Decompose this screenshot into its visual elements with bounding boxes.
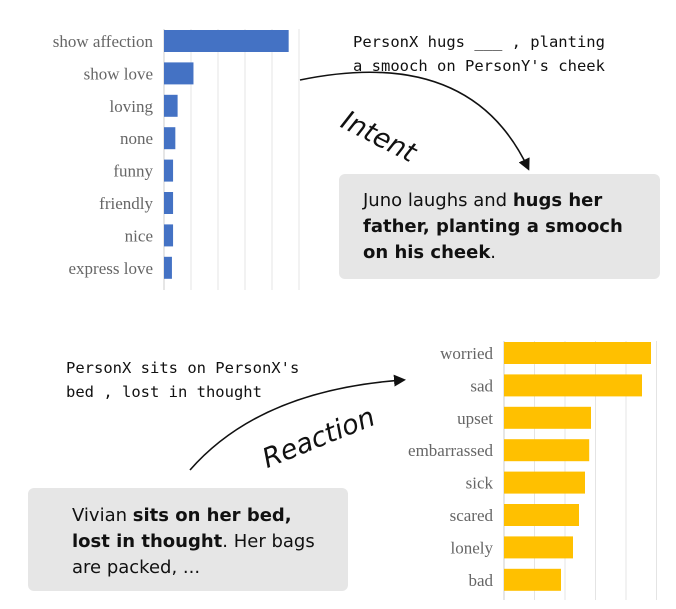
reaction-bar-chart: worried sad upset embarrassed sick scared lone… (408, 341, 657, 600)
intent-template-text: PersonX hugs ___ , planting a smooch on … (353, 30, 605, 78)
intent-template-line2: a smooch on PersonY's cheek (353, 57, 605, 75)
reaction-sentence-start: Vivian (72, 505, 133, 526)
intent-tick-label: show affection (53, 32, 154, 51)
intent-bar-friendly (164, 192, 174, 214)
intent-sentence-end: . (490, 242, 497, 263)
intent-template-line1: PersonX hugs ___ , planting (353, 33, 605, 51)
intent-sentence-start: Juno laughs and (363, 190, 513, 211)
intent-bar-chart: show affection show love loving none funny fr… (53, 29, 300, 290)
reaction-template-line2: bed , lost in thought (66, 383, 262, 401)
reaction-bar-embarrassed (504, 439, 590, 462)
reaction-template-line1: PersonX sits on PersonX's (66, 359, 300, 377)
reaction-tick-label: worried (440, 344, 493, 363)
intent-bar-show-love (164, 62, 194, 85)
reaction-bar-bad (504, 568, 561, 591)
intent-tick-label: funny (113, 162, 153, 181)
intent-tick-label: loving (110, 97, 154, 116)
reaction-tick-label: bad (468, 571, 493, 590)
reaction-bar-sad (504, 374, 642, 397)
reaction-bar-upset (504, 406, 591, 429)
intent-bar-funny (164, 159, 174, 182)
reaction-bar-lonely (504, 536, 573, 559)
reaction-tick-label: sick (466, 474, 494, 493)
intent-bar-show-affection (164, 30, 289, 52)
intent-sentence-box: Juno laughs and hugs her father, plantin… (339, 174, 660, 279)
intent-tick-label: friendly (99, 194, 153, 213)
reaction-tick-label: sad (470, 376, 493, 395)
reaction-bar-sick (504, 471, 585, 494)
intent-bar-express-love (164, 256, 172, 279)
reaction-tick-label: scared (450, 506, 494, 525)
reaction-tick-label: lonely (451, 538, 494, 557)
intent-sentence-highlight: hugs her father, planting a smooch on hi… (363, 190, 623, 263)
intent-tick-label: show love (84, 64, 153, 83)
reaction-bar-worried (504, 342, 651, 364)
reaction-sentence-box: Vivian sits on her bed, lost in thought.… (28, 488, 348, 591)
reaction-tick-label: upset (457, 409, 493, 428)
intent-tick-label: none (120, 129, 153, 148)
intent-tick-label: nice (125, 226, 153, 245)
reaction-arrow (189, 374, 406, 471)
reaction-bar-scared (504, 504, 579, 526)
intent-bar-loving (164, 94, 178, 117)
intent-bar-none (164, 127, 176, 150)
reaction-tick-label: embarrassed (408, 441, 493, 460)
intent-tick-label: express love (68, 259, 153, 278)
reaction-template-text: PersonX sits on PersonX's bed , lost in … (66, 356, 299, 404)
intent-bar-nice (164, 224, 174, 247)
intent-arrow (299, 71, 530, 171)
reaction-sentence-end: . Her bags are packed, ... (72, 531, 315, 578)
reaction-sentence-highlight: sits on her bed, lost in thought (72, 505, 292, 552)
